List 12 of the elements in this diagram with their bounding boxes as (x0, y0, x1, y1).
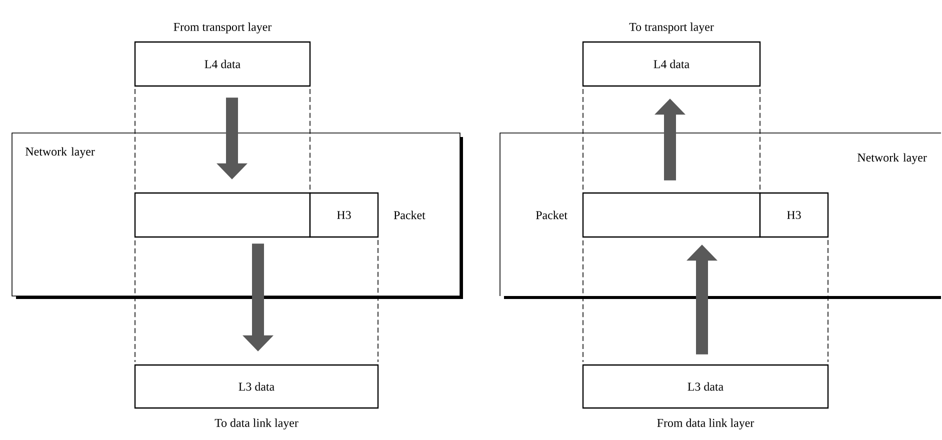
layer-label: To data link layer (214, 418, 298, 430)
data-box: L4 data (134, 41, 311, 87)
layer-label: From data link layer (657, 418, 754, 430)
data-box: L4 data (582, 41, 761, 87)
header-box: H3 (759, 192, 829, 238)
data-box: L3 data (134, 364, 379, 409)
data-box: L3 data (582, 364, 829, 409)
header-box: H3 (309, 192, 379, 238)
packet-label: Packet (394, 210, 426, 220)
layer-label: From transport layer (174, 22, 272, 34)
layer-label: To transport layer (629, 22, 714, 34)
packet-label: Packet (536, 210, 568, 220)
